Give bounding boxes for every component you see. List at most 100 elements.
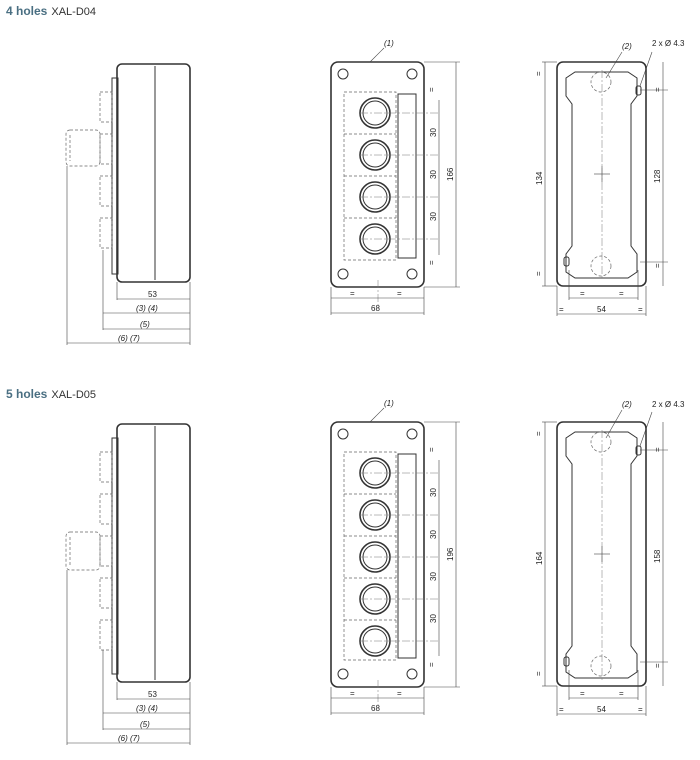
front-dimensions xyxy=(330,421,460,715)
fixing-hole xyxy=(406,268,418,280)
holes-leader xyxy=(639,411,653,447)
dim-label-3-4: (3) (4) xyxy=(136,304,158,313)
equal-mark: = xyxy=(559,705,564,714)
mounting-holes-label: 2 x Ø 4.3 xyxy=(652,400,685,409)
equal-mark: = xyxy=(427,87,436,92)
button-area xyxy=(343,451,397,661)
product-reference: XAL-D04 xyxy=(51,6,96,18)
pitch-label: 30 xyxy=(429,614,438,623)
pitch-label: 30 xyxy=(429,572,438,581)
outer-height-label: 134 xyxy=(535,171,544,185)
equal-mark: = xyxy=(427,662,436,667)
callout-2: (2) xyxy=(622,42,632,51)
width-label: 54 xyxy=(597,705,606,714)
drawing-4-holes: 53 (3) (4) (5) (6) (7) (1) xyxy=(65,39,685,345)
back-center-lines xyxy=(594,430,610,680)
side-view: 53 (3) (4) (5) (6) (7) xyxy=(65,63,191,345)
fixing-hole xyxy=(337,268,349,280)
equal-mark: = xyxy=(427,447,436,452)
depth-label: 53 xyxy=(148,290,157,299)
equal-mark: = xyxy=(619,289,624,298)
equal-mark: = xyxy=(397,289,402,298)
equal-mark: = xyxy=(619,689,624,698)
side-dimensions xyxy=(66,570,191,745)
callout-leader xyxy=(369,47,385,63)
pitch-label: 30 xyxy=(429,212,438,221)
mounting-holes-label: 2 x Ø 4.3 xyxy=(652,39,685,48)
equal-mark: = xyxy=(638,305,643,314)
back-recess xyxy=(565,431,638,679)
equal-mark: = xyxy=(350,289,355,298)
callout-leader xyxy=(369,407,385,423)
equal-mark: = xyxy=(559,305,564,314)
knockout-top xyxy=(590,71,612,93)
slot-hole xyxy=(563,656,570,667)
fixing-hole xyxy=(406,428,418,440)
back-dimensions xyxy=(542,61,668,316)
back-center-lines xyxy=(594,70,610,280)
height-label: 166 xyxy=(446,167,455,181)
dim-label-5: (5) xyxy=(140,720,150,729)
side-dimensions xyxy=(66,166,191,345)
callout-leader xyxy=(605,409,623,439)
pitch-label: 30 xyxy=(429,128,438,137)
callout-1: (1) xyxy=(384,399,394,408)
equal-mark: = xyxy=(534,431,543,436)
callout-leader xyxy=(605,51,623,79)
equal-mark: = xyxy=(534,671,543,676)
product-reference: XAL-D05 xyxy=(51,389,96,401)
equal-mark: = xyxy=(427,260,436,265)
height-label: 196 xyxy=(446,547,455,561)
width-label: 68 xyxy=(371,304,380,313)
front-enclosure xyxy=(330,421,425,688)
inner-height-label: 158 xyxy=(653,549,662,563)
knockout-top xyxy=(590,431,612,453)
front-enclosure xyxy=(330,61,425,288)
holes-count: 4 holes xyxy=(6,4,48,18)
side-buttons xyxy=(65,451,113,651)
fixing-hole xyxy=(406,668,418,680)
front-center-lines xyxy=(360,112,440,305)
slot-hole xyxy=(635,445,642,456)
dim-label-6-7: (6) (7) xyxy=(118,734,140,743)
front-center-lines xyxy=(360,472,440,705)
equal-mark: = xyxy=(653,663,662,668)
side-view: 53 (3) (4) (5) (6) (7) xyxy=(65,423,191,745)
knockout-bottom xyxy=(590,255,612,277)
dim-label-3-4: (3) (4) xyxy=(136,704,158,713)
callout-2: (2) xyxy=(622,400,632,409)
inner-height-label: 128 xyxy=(653,169,662,183)
fixing-hole xyxy=(406,68,418,80)
front-dimensions xyxy=(330,61,460,315)
fixing-hole xyxy=(337,428,349,440)
equal-mark: = xyxy=(580,289,585,298)
equal-mark: = xyxy=(653,263,662,268)
front-view: (1) 30 30 30 166 = = = = 68 xyxy=(330,39,460,315)
side-enclosure-body xyxy=(116,423,191,683)
equal-mark: = xyxy=(397,689,402,698)
equal-mark: = xyxy=(534,71,543,76)
width-label: 54 xyxy=(597,305,606,314)
pitch-label: 30 xyxy=(429,488,438,497)
knockout-bottom xyxy=(590,655,612,677)
front-view: (1) 30 30 30 30 196 = = = = 68 xyxy=(330,399,460,715)
fixing-hole xyxy=(337,68,349,80)
outer-height-label: 164 xyxy=(535,551,544,565)
equal-mark: = xyxy=(653,447,662,452)
slot-hole xyxy=(563,256,570,267)
label-strip xyxy=(397,93,417,259)
pitch-label: 30 xyxy=(429,170,438,179)
pitch-label: 30 xyxy=(429,530,438,539)
side-enclosure-body xyxy=(116,63,191,283)
back-view: (2) 2 x Ø 4.3 134 128 = = = = = = = = 54 xyxy=(534,39,685,316)
dim-label-6-7: (6) (7) xyxy=(118,334,140,343)
callout-1: (1) xyxy=(384,39,394,48)
dim-label-5: (5) xyxy=(140,320,150,329)
equal-mark: = xyxy=(580,689,585,698)
slot-hole xyxy=(635,85,642,96)
holes-leader xyxy=(639,51,653,87)
depth-label: 53 xyxy=(148,690,157,699)
